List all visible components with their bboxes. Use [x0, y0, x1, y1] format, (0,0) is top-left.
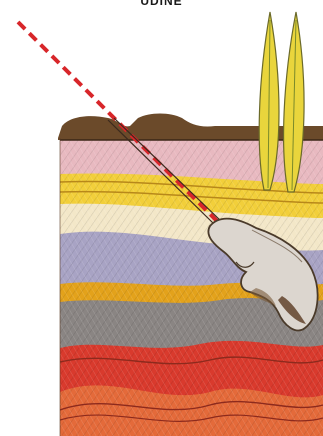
soil-cross-section-diagram	[0, 0, 323, 436]
